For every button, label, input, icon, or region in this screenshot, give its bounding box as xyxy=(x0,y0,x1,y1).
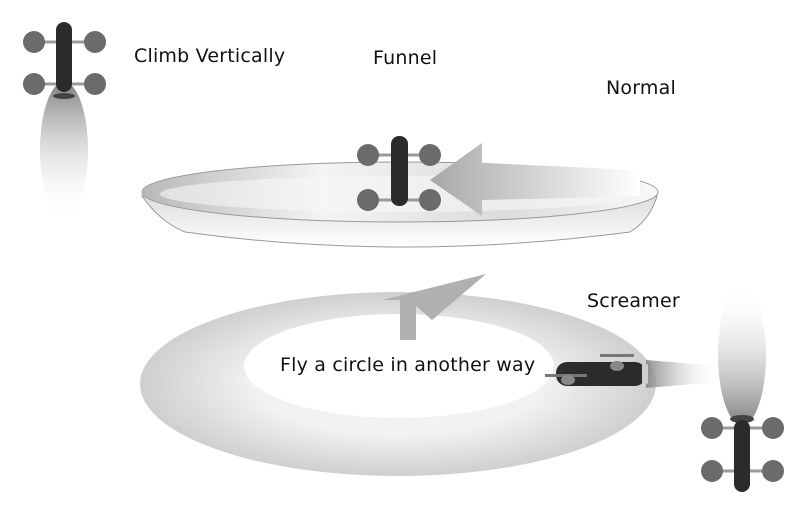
screamer-trail xyxy=(718,285,766,425)
side-drone-trail xyxy=(646,360,721,388)
climb-drone-icon xyxy=(23,22,106,99)
screamer-label: Screamer xyxy=(587,290,680,312)
normal-label: Normal xyxy=(606,77,676,99)
climb-vertically-label: Climb Vertically xyxy=(134,45,286,67)
screamer-side-drone-figure xyxy=(545,354,721,388)
funnel-label: Funnel xyxy=(373,47,438,69)
circle-ring xyxy=(140,292,656,476)
circle-caption: Fly a circle in another way xyxy=(280,354,536,376)
normal-direction-arrow xyxy=(430,143,640,216)
funnel-drone-icon xyxy=(357,136,441,211)
circle-direction-arrow xyxy=(382,274,486,340)
circle-ring-figure xyxy=(140,274,656,476)
climb-trail xyxy=(40,82,88,218)
side-drone-body xyxy=(556,362,646,386)
climb-vertically-figure xyxy=(23,22,106,218)
screamer-drone-icon xyxy=(701,415,784,492)
screamer-figure xyxy=(701,285,784,492)
funnel-band-figure xyxy=(140,136,659,248)
